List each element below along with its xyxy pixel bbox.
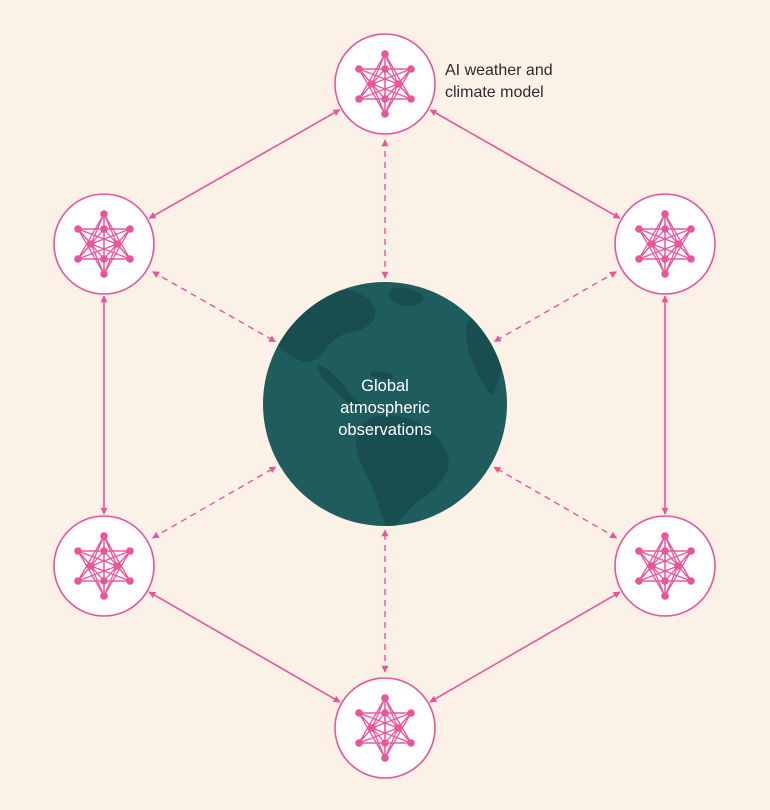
globe-label: Global atmospheric observations xyxy=(305,375,465,441)
model-node-lower-left xyxy=(53,515,155,617)
model-label-line-2: climate model xyxy=(445,84,544,101)
model-node-bottom xyxy=(334,677,436,779)
model-node-top xyxy=(334,33,436,135)
ring-arrow-lower-right-bottom xyxy=(429,591,621,703)
dashed-arrow-upper-right-to-globe xyxy=(493,271,617,343)
ring-arrow-bottom-lower-left xyxy=(148,591,341,703)
neural-network-icon xyxy=(637,212,693,276)
ring-arrow-upper-left-top xyxy=(148,109,341,219)
ring-connections xyxy=(100,109,669,703)
model-label-line-1: AI weather and xyxy=(445,62,553,79)
model-nodes xyxy=(53,33,716,779)
globe-label-line-2: atmospheric xyxy=(340,399,430,417)
globe-label-line-1: Global xyxy=(361,377,409,395)
dashed-arrow-upper-left-to-globe xyxy=(152,271,277,343)
ring-arrow-top-upper-right xyxy=(429,109,621,219)
model-node-lower-right xyxy=(614,515,716,617)
model-node-upper-left xyxy=(53,193,155,295)
globe-label-line-3: observations xyxy=(338,421,432,439)
dashed-arrow-lower-left-to-globe xyxy=(151,466,277,539)
neural-network-icon xyxy=(76,212,132,276)
model-label: AI weather and climate model xyxy=(445,60,605,104)
dashed-arrow-lower-right-to-globe xyxy=(493,466,618,539)
center-connections xyxy=(151,139,618,673)
model-node-upper-right xyxy=(614,193,716,295)
